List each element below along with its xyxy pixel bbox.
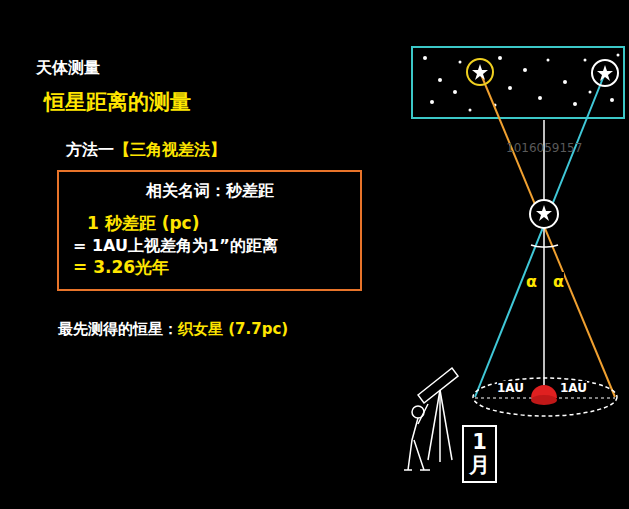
star-circle	[592, 60, 618, 86]
month-tag: 1月	[462, 425, 497, 483]
telescope-observer	[404, 368, 458, 470]
method-name: 【三角视差法】	[114, 140, 226, 159]
definition-box: 相关名词：秒差距 1 秒差距 (pc)= 1AU上视差角为1”的距离= 3.26光…	[57, 170, 362, 291]
month-label: 1月	[469, 431, 490, 477]
box-heading: 相关名词：秒差距	[73, 180, 346, 202]
slide-title: 恒星距离的测量	[44, 90, 191, 115]
angle-label: α	[526, 272, 537, 291]
definition-line: = 3.26光年	[73, 256, 346, 279]
watermark: 1016059157	[506, 141, 582, 155]
sight-line	[480, 72, 615, 397]
method-label: 方法一	[66, 140, 114, 159]
angle-arc	[531, 245, 558, 247]
star-circle	[467, 59, 493, 85]
definition-line: 1 秒差距 (pc)	[73, 212, 346, 235]
sun	[531, 395, 557, 405]
star-circle	[530, 200, 558, 228]
note-highlight: 织女星 (7.7pc)	[178, 320, 288, 338]
definition-line: = 1AU上视差角为1”的距离	[73, 235, 346, 257]
axis-line	[543, 120, 545, 385]
distance-label: 1AU	[497, 381, 524, 395]
section-heading: 天体测量	[36, 58, 100, 77]
sight-line	[475, 73, 605, 397]
earth-orbit	[473, 378, 617, 416]
angle-label: α	[553, 272, 564, 291]
note-text: 最先测得的恒星：	[58, 320, 178, 338]
target-star	[472, 64, 613, 221]
background-stars	[423, 54, 620, 112]
distance-label: 1AU	[560, 381, 587, 395]
